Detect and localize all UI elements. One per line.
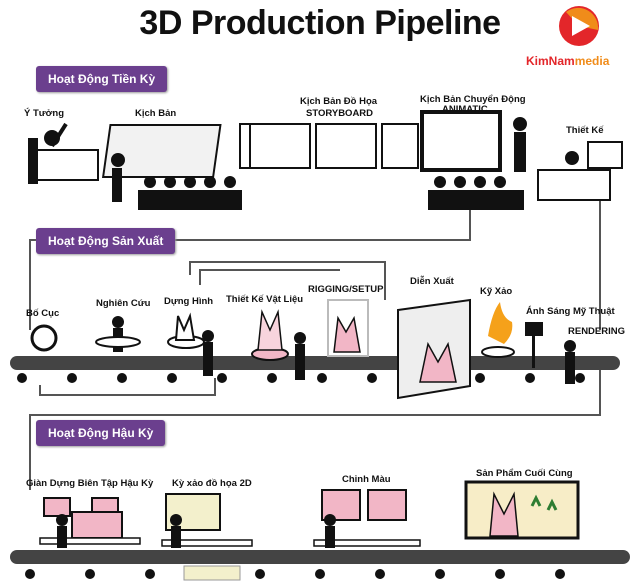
conveyor-production (10, 356, 620, 383)
phase-post-production: Hoạt Động Hậu Kỳ (36, 420, 166, 446)
idea-bed-figure (28, 122, 99, 184)
label-animatic-en: ANIMATIC (442, 104, 488, 115)
label-design: Thiết Kế (566, 125, 604, 136)
bunny-models (167, 299, 369, 361)
label-materials: Thiết Kế Vật Liệu (226, 294, 304, 305)
post-figures (56, 514, 336, 548)
conveyor-post (10, 550, 630, 579)
design-desk (537, 141, 623, 201)
brand-name: KimNammedia (526, 54, 609, 68)
label-research: Nghiên Cứu (96, 298, 151, 309)
label-lighting: Ánh Sáng Mỹ Thuật (526, 306, 615, 317)
label-animatic-vi: Kịch Bản Chuyển Động (420, 94, 526, 105)
animation-board (397, 298, 471, 400)
label-rigging: RIGGING/SETUP (308, 284, 384, 295)
animatic-screen (420, 110, 502, 172)
audience-silhouettes (111, 117, 527, 210)
page-title: 3D Production Pipeline (139, 4, 501, 42)
flow-lines (29, 190, 601, 490)
phase-pre-production: Hoạt Động Tiền Kỳ (36, 66, 168, 92)
label-fx: Kỹ Xảo (480, 286, 513, 297)
label-final-product: Sản Phẩm Cuối Cùng (476, 468, 573, 479)
storyboard-panels (249, 123, 419, 169)
production-figures (30, 316, 576, 384)
kimnam-logo-icon (559, 6, 599, 46)
label-2d-vfx: Kỳ xảo đồ họa 2D (172, 478, 252, 489)
label-animation: Diễn Xuất (410, 276, 454, 287)
post-desks (39, 480, 580, 581)
light-lamp (525, 322, 543, 368)
label-idea: Ý Tưởng (24, 108, 65, 119)
label-rendering: RENDERING (568, 326, 626, 337)
label-color-grading: Chỉnh Màu (342, 474, 391, 485)
fx-fire (481, 302, 515, 358)
label-editing: Giàn Dựng Biên Tập Hậu Kỳ (26, 478, 154, 489)
phase-production: Hoạt Động Sản Xuất (36, 228, 176, 254)
brand-name-part1: KimNam (526, 54, 575, 68)
brand-name-part2: media (574, 54, 610, 68)
label-layout: Bố Cục (26, 308, 60, 319)
label-modeling: Dựng Hình (164, 296, 214, 307)
label-storyboard-vi: Kịch Bản Đồ Họa (300, 96, 378, 107)
label-script: Kịch Bản (135, 108, 177, 119)
label-storyboard-en: STORYBOARD (306, 108, 374, 119)
